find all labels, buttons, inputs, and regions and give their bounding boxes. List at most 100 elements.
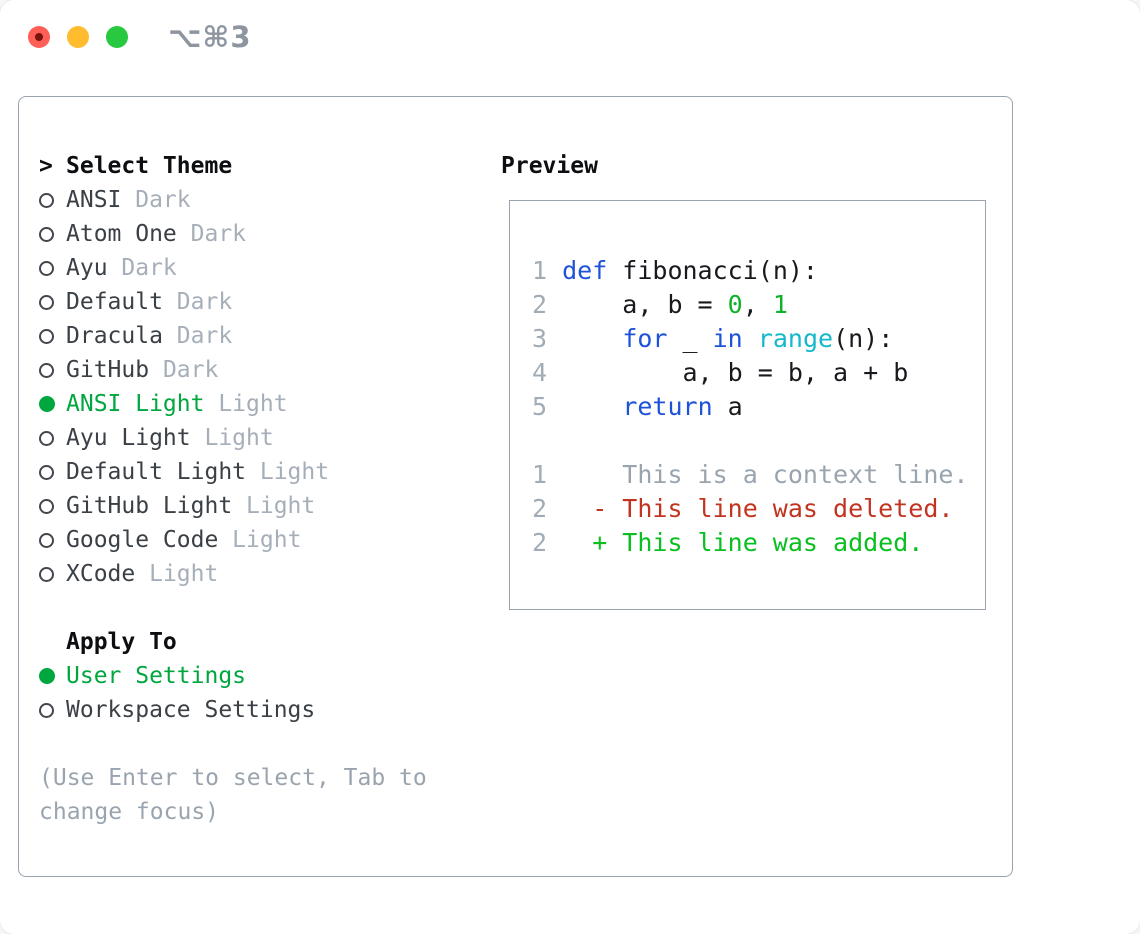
preview-title: Preview: [501, 153, 598, 179]
apply-to-title: Apply To: [66, 629, 177, 655]
theme-option-google-code[interactable]: Google Code Light: [39, 523, 427, 557]
theme-option-ansi-light[interactable]: ANSI Light Light: [39, 387, 427, 421]
option-label: GitHub: [66, 357, 150, 383]
radio-icon: [39, 464, 66, 480]
code-segment-pl: ,: [742, 289, 773, 319]
theme-option-default-light[interactable]: Default Light Light: [39, 455, 427, 489]
theme-option-default[interactable]: Default Dark: [39, 285, 427, 319]
option-variant-label: Light: [204, 391, 288, 417]
option-label: Workspace Settings: [66, 697, 316, 723]
option-label: Ayu Light: [66, 425, 191, 451]
code-line: 2 a, b = 0, 1: [532, 287, 985, 321]
help-line: change focus): [39, 799, 220, 825]
code-segment-pl: [743, 324, 758, 353]
code-segment-pl: _: [667, 323, 713, 353]
option-variant-label: Dark: [121, 187, 191, 213]
radio-icon: [39, 702, 66, 718]
line-number: 1: [532, 459, 548, 489]
theme-option-ayu-light[interactable]: Ayu Light Light: [39, 421, 427, 455]
theme-option-dracula[interactable]: Dracula Dark: [39, 319, 427, 353]
radio-icon: [39, 566, 66, 582]
radio-icon: [39, 294, 66, 310]
code-line: 2 + This line was added.: [532, 525, 985, 559]
line-number: 3: [532, 323, 548, 353]
keyboard-shortcut-label: ⌥⌘3: [168, 20, 252, 54]
code-segment-kw: def: [562, 255, 608, 285]
option-variant-label: Dark: [162, 323, 233, 349]
option-label: ANSI Light: [66, 391, 205, 417]
line-number: 5: [532, 391, 548, 421]
code-segment-kw: return: [622, 391, 713, 421]
code-segment-pl: a: [712, 391, 743, 421]
radio-icon: [39, 362, 66, 378]
code-segment-pl: fibonacci(n):: [607, 255, 818, 285]
select-theme-header-row: > Select Theme: [39, 149, 427, 183]
spacer: [39, 727, 427, 761]
line-number: 4: [532, 357, 548, 387]
apply-option-user-settings[interactable]: User Settings: [39, 659, 427, 693]
theme-option-ayu[interactable]: Ayu Dark: [39, 251, 427, 285]
code-segment-num: 1: [772, 289, 788, 319]
radio-icon: [39, 192, 66, 208]
code-line: 3 for _ in range(n):: [532, 321, 985, 355]
code-segment-num: 0: [727, 289, 743, 319]
theme-option-github[interactable]: GitHub Dark: [39, 353, 427, 387]
code-line: [532, 423, 985, 457]
option-label: User Settings: [66, 663, 247, 689]
option-label: GitHub Light: [66, 493, 233, 519]
option-label: Atom One: [66, 221, 177, 247]
apply-to-header-row: Apply To: [39, 625, 427, 659]
option-label: XCode: [66, 561, 136, 587]
theme-option-xcode[interactable]: XCode Light: [39, 557, 427, 591]
code-segment-kw: for: [622, 323, 668, 353]
option-label: Default: [66, 289, 163, 315]
option-variant-label: Dark: [176, 221, 247, 247]
zoom-button-icon[interactable]: [106, 26, 128, 48]
code-segment-fn: range: [757, 323, 834, 353]
theme-option-github-light[interactable]: GitHub Light Light: [39, 489, 427, 523]
close-button-icon[interactable]: [28, 26, 50, 48]
apply-option-workspace-settings[interactable]: Workspace Settings: [39, 693, 427, 727]
select-theme-title: Select Theme: [66, 153, 233, 179]
code-segment-pl: [562, 392, 622, 421]
prompt-arrow-icon: >: [39, 153, 53, 179]
option-variant-label: Dark: [149, 357, 219, 383]
code-line: 5 return a: [532, 389, 985, 423]
window-controls: [28, 26, 128, 48]
option-variant-label: Dark: [162, 289, 233, 315]
theme-option-atom-one[interactable]: Atom One Dark: [39, 217, 427, 251]
code-line: 1 This is a context line.: [532, 457, 985, 491]
radio-icon: [39, 532, 66, 548]
code-segment-add: + This line was added.: [562, 527, 924, 557]
radio-selected-icon: [39, 396, 66, 412]
option-variant-label: Light: [218, 527, 302, 553]
option-variant-label: Light: [232, 493, 316, 519]
radio-icon: [39, 328, 66, 344]
minimize-button-icon[interactable]: [67, 26, 89, 48]
spacer: [39, 591, 427, 625]
radio-selected-icon: [39, 668, 66, 684]
option-label: Google Code: [66, 527, 219, 553]
line-number: 2: [532, 289, 548, 319]
option-label: Dracula: [66, 323, 163, 349]
theme-option-ansi[interactable]: ANSI Dark: [39, 183, 427, 217]
code-segment-pl: a, b =: [562, 289, 728, 319]
option-variant-label: Light: [246, 459, 330, 485]
code-line: 4 a, b = b, a + b: [532, 355, 985, 389]
code-segment-pl: [562, 324, 622, 353]
code-segment-pl: (n):: [833, 323, 894, 353]
radio-icon: [39, 498, 66, 514]
option-label: Default Light: [66, 459, 247, 485]
code-segment-pl: a, b = b, a + b: [562, 357, 909, 387]
radio-icon: [39, 226, 66, 242]
radio-icon: [39, 430, 66, 446]
